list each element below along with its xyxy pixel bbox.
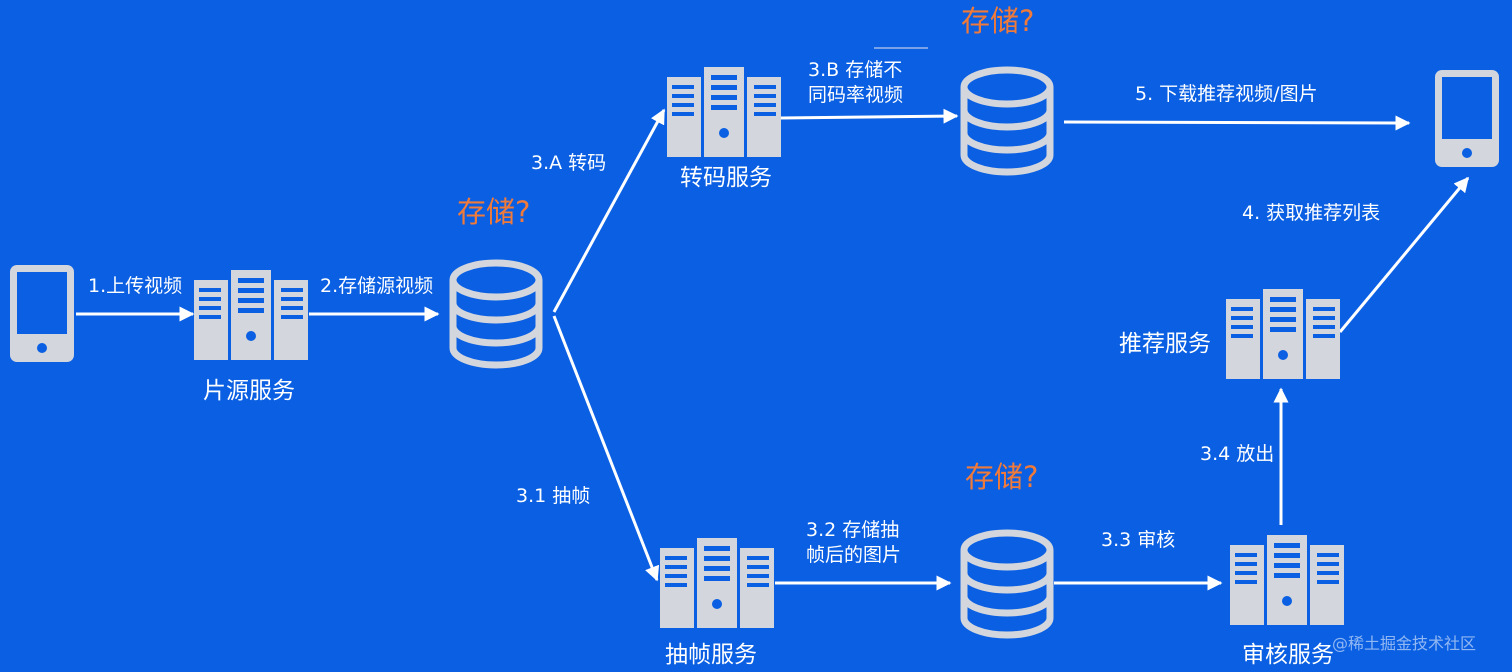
source-service-server-icon [194, 270, 308, 360]
arrow-store-bitrates [780, 108, 959, 124]
edge-label-extract-frames: 3.1 抽帧 [516, 485, 591, 507]
edge-label-transcode: 3.A 转码 [531, 152, 607, 174]
edge-label-store-frames-line1: 3.2 存储抽 [806, 519, 900, 541]
edge-label-upload: 1.上传视频 [88, 275, 183, 297]
arrow-extract-frames [552, 315, 660, 582]
viewer-phone-icon [1435, 70, 1499, 167]
transcode-service-server-icon [667, 67, 781, 157]
edge-label-store-bitrates-line2: 同码率视频 [808, 84, 904, 106]
recommend-service-server-icon [1226, 289, 1340, 379]
edge-label-review: 3.3 审核 [1101, 529, 1176, 551]
watermark: @稀土掘金技术社区 [1332, 634, 1477, 653]
arrow-transcode [552, 108, 666, 313]
transcode-storage-database-icon [964, 70, 1050, 172]
edge-label-store-bitrates-line1: 3.B 存储不 [808, 59, 903, 81]
edge-label-store-frames-line2: 帧后的图片 [806, 544, 902, 566]
frame-service-label: 抽帧服务 [665, 642, 757, 668]
transcode-storage-question: 存储? [961, 4, 1035, 38]
source-storage-question: 存储? [457, 195, 531, 229]
review-service-server-icon [1230, 535, 1344, 625]
frame-service-server-icon [660, 538, 774, 628]
edge-label-download: 5. 下载推荐视频/图片 [1135, 83, 1318, 105]
source-storage-database-icon [453, 263, 539, 365]
arrow-get-list [1338, 176, 1470, 333]
edge-label-store-source: 2.存储源视频 [320, 275, 434, 297]
frame-storage-question: 存储? [965, 460, 1039, 494]
arrow-download [1063, 115, 1411, 131]
frame-storage-database-icon [964, 533, 1050, 635]
recommend-service-label: 推荐服务 [1119, 331, 1211, 357]
review-service-label: 审核服务 [1242, 642, 1334, 668]
edge-label-release: 3.4 放出 [1200, 443, 1275, 465]
source-service-label: 片源服务 [203, 378, 295, 404]
uploader-phone-icon [10, 265, 74, 362]
transcode-service-label: 转码服务 [680, 165, 772, 191]
edge-label-get-list: 4. 获取推荐列表 [1242, 202, 1381, 224]
